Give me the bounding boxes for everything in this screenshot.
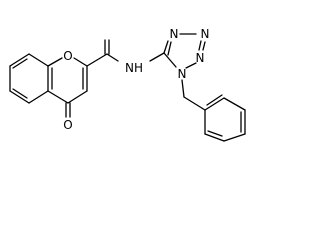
bond-camide-nh (106, 53, 119, 62)
bond-tz-c5-n4b (167, 41, 172, 56)
bonds (9, 33, 246, 142)
bond-c8a-o1 (47, 57, 63, 67)
structure-canvas: O O NH N N N N (9, 27, 246, 142)
bond-c2-camide (86, 53, 108, 67)
bond-tz-n1-c5 (163, 52, 177, 68)
atom-labels: O O NH N N N N (63, 27, 209, 132)
bond-ph-1 (204, 97, 225, 111)
bond-tz-n3-n2b (198, 40, 202, 51)
bond-c4-c4a (47, 90, 69, 104)
bond-tz-c5-n4 (163, 40, 169, 54)
bond-ch2-ph (183, 96, 206, 111)
bond-n1-ch2 (181, 79, 185, 98)
atom-label-o1: O (63, 49, 72, 63)
bond-benz-5 (9, 53, 30, 67)
bond-benz-3 (9, 90, 30, 104)
atom-label-n3: N (201, 27, 210, 41)
atom-label-o4: O (63, 118, 72, 132)
atom-label-n2: N (196, 51, 205, 65)
bond-tz-n3-n2 (202, 41, 206, 51)
bond-benz-3b (12, 88, 28, 99)
bond-ph-5b (207, 130, 223, 137)
bond-c3-c4 (67, 90, 88, 104)
molecule-structure: O O NH N N N N (9, 27, 246, 142)
bond-ph-4 (223, 133, 246, 142)
bond-benz-6 (28, 53, 49, 67)
atom-label-n1: N (178, 67, 187, 81)
bond-ph-5 (204, 133, 225, 142)
atom-label-n4: N (170, 27, 179, 41)
bond-tz-n2-n1 (185, 62, 197, 69)
bond-o1-c2 (73, 57, 88, 67)
bond-benz-5b (12, 58, 28, 69)
bond-ph-2 (223, 97, 246, 111)
atom-label-nh: NH (125, 61, 143, 75)
bond-nh-c5 (149, 52, 165, 62)
bond-ph-1b (206, 94, 223, 106)
bond-benz-2 (28, 90, 49, 104)
